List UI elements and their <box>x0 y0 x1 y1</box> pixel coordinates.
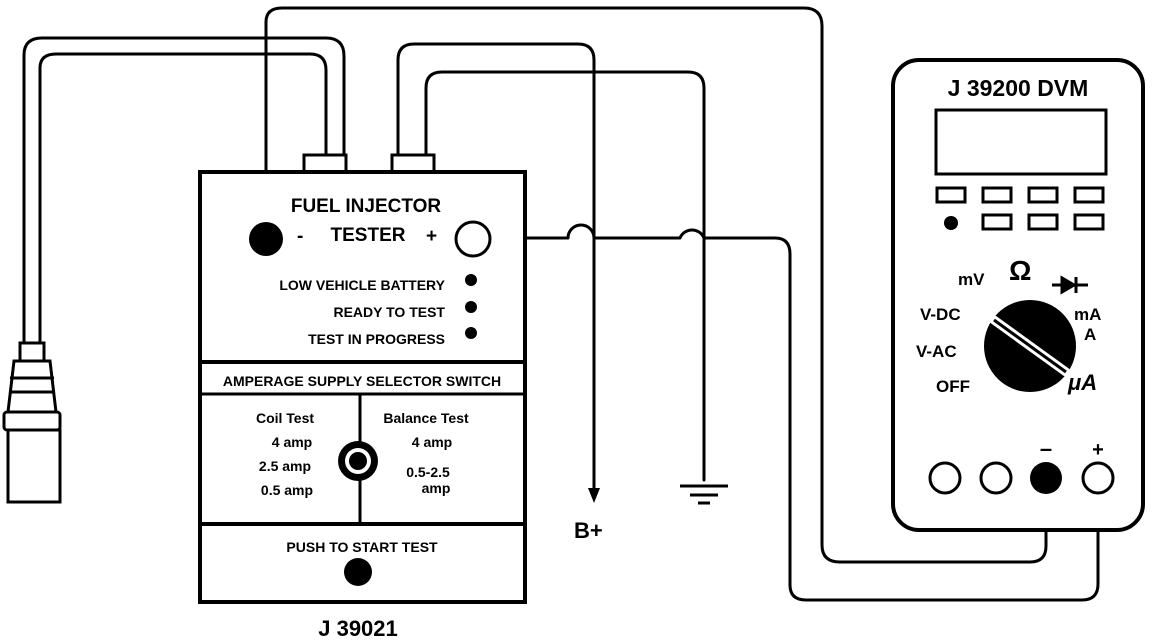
dvm-negative-jack[interactable] <box>1030 462 1062 494</box>
dvm-button[interactable] <box>1027 186 1059 204</box>
dvm-power-dot-icon <box>944 216 958 230</box>
fuel-injector-tester: FUEL INJECTOR TESTER - + LOW VEHICLE BAT… <box>198 153 527 641</box>
dvm-button[interactable] <box>981 213 1013 231</box>
tester-negative-jack[interactable] <box>249 222 283 256</box>
dvm-button[interactable] <box>1073 213 1105 231</box>
dvm-title: J 39200 DVM <box>948 75 1089 101</box>
dvm-button[interactable] <box>1027 213 1059 231</box>
bplus-arrow <box>588 488 600 503</box>
ready-led-icon <box>465 301 477 313</box>
tester-minus-label: - <box>297 226 303 247</box>
dial-label-ma: mA <box>1074 305 1101 324</box>
dvm-jack[interactable] <box>979 461 1013 495</box>
coil-option: 4 amp <box>272 434 312 450</box>
dvm-minus-label: – <box>1040 436 1052 461</box>
dvm-display <box>934 108 1108 176</box>
amperage-selector-knob[interactable] <box>338 441 378 481</box>
indicator-label: TEST IN PROGRESS <box>308 331 445 347</box>
balance-option: 0.5-2.5 <box>406 464 450 480</box>
negative-test-lead <box>264 6 1048 564</box>
dial-label-vac: V-AC <box>916 342 957 361</box>
dvm-button[interactable] <box>935 186 967 204</box>
selector-switch-title: AMPERAGE SUPPLY SELECTOR SWITCH <box>223 373 501 389</box>
injector-harness-outer <box>22 36 346 347</box>
push-to-start-button[interactable] <box>344 558 372 586</box>
diode-icon <box>1052 275 1088 295</box>
balance-option: 4 amp <box>412 434 452 450</box>
dvm-positive-jack[interactable] <box>1081 461 1115 495</box>
tester-plus-label: + <box>426 226 437 247</box>
coil-option: 0.5 amp <box>261 482 313 498</box>
dvm-body <box>891 58 1145 532</box>
dvm-button[interactable] <box>1073 186 1105 204</box>
injector-harness-inner <box>38 52 328 347</box>
tester-title-line1: FUEL INJECTOR <box>291 196 442 217</box>
coil-option: 2.5 amp <box>259 458 311 474</box>
ohm-icon: Ω <box>1009 255 1031 286</box>
bplus-label: B+ <box>574 518 603 543</box>
low-battery-led-icon <box>465 274 477 286</box>
indicator-label: LOW VEHICLE BATTERY <box>279 277 445 293</box>
digital-voltmeter: J 39200 DVM mV Ω V-DC V-AC OFF mA A μA <box>891 58 1145 532</box>
positive-test-lead <box>488 223 1100 602</box>
balance-test-heading: Balance Test <box>383 410 469 426</box>
tester-part-number: J 39021 <box>318 616 398 641</box>
ground-symbol <box>680 484 728 505</box>
dial-label-mv: mV <box>958 270 985 289</box>
tester-title-line2: TESTER <box>331 225 406 246</box>
balance-option: amp <box>422 480 451 496</box>
indicator-label: READY TO TEST <box>333 304 445 320</box>
bplus-lead <box>396 42 596 494</box>
dial-label-ua: μA <box>1067 370 1097 395</box>
dvm-function-dial[interactable] <box>984 300 1076 392</box>
injector-connector <box>2 341 62 504</box>
dial-label-off: OFF <box>936 377 970 396</box>
coil-test-heading: Coil Test <box>256 410 314 426</box>
dvm-jack[interactable] <box>928 461 962 495</box>
in-progress-led-icon <box>465 327 477 339</box>
push-to-start-label: PUSH TO START TEST <box>286 539 438 555</box>
dvm-button[interactable] <box>981 186 1013 204</box>
wiring <box>22 6 1100 602</box>
dvm-plus-label: + <box>1092 439 1104 461</box>
dial-label-a: A <box>1084 325 1096 344</box>
dial-label-vdc: V-DC <box>920 305 961 324</box>
tester-positive-jack[interactable] <box>454 220 492 258</box>
ground-lead <box>424 70 706 482</box>
